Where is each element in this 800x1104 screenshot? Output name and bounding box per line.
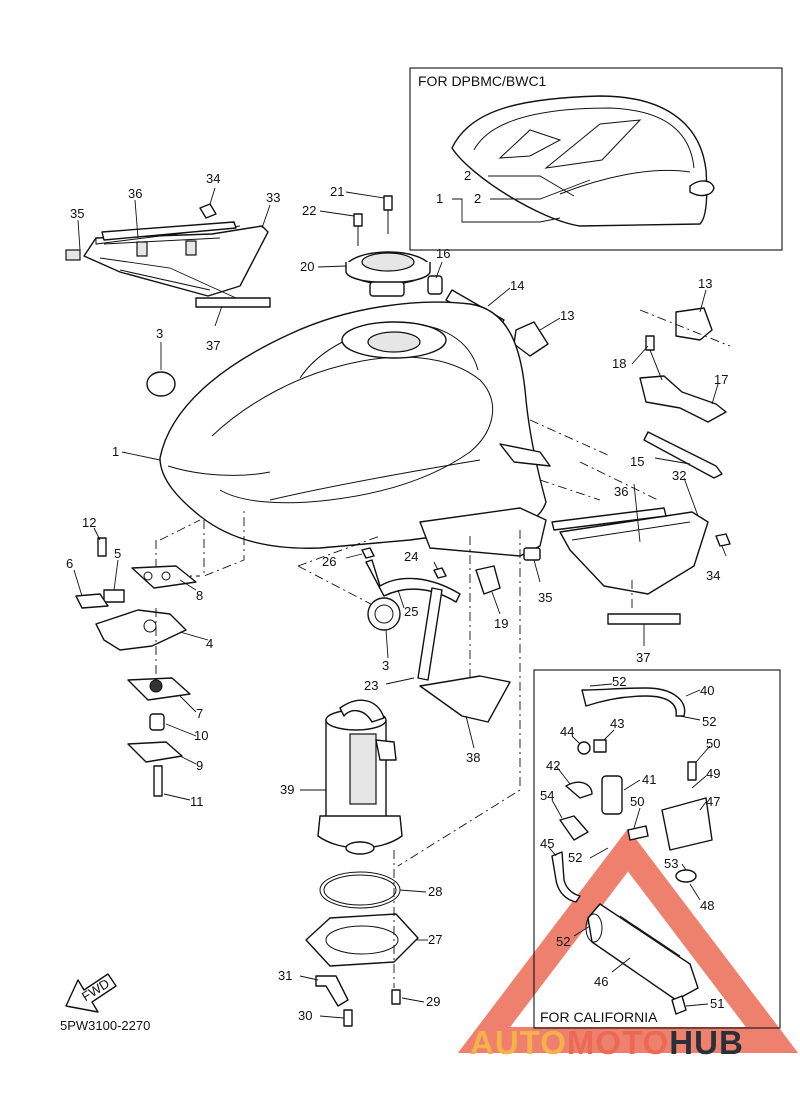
callout-16: 16 xyxy=(436,246,450,261)
callout-11: 11 xyxy=(190,794,204,809)
callout-50-upper: 50 xyxy=(706,736,720,751)
watermark-triangle xyxy=(457,828,799,1053)
callout-12: 12 xyxy=(82,515,96,530)
callout-14: 14 xyxy=(510,278,524,293)
callout-49: 49 xyxy=(706,766,720,781)
callout-22: 22 xyxy=(302,203,316,218)
watermark-text: AUTOMOTOHUB xyxy=(470,1024,744,1061)
callout-1-main: 1 xyxy=(112,444,119,459)
callout-42: 42 xyxy=(546,758,560,773)
callout-44: 44 xyxy=(560,724,574,739)
callout-34-right: 34 xyxy=(706,568,720,583)
callout-52-top: 52 xyxy=(612,674,626,689)
callout-13-center: 13 xyxy=(560,308,574,323)
svg-text:AUTOMOTOHUB: AUTOMOTOHUB xyxy=(470,1024,744,1061)
callout-32: 32 xyxy=(672,468,686,483)
callout-1-inset: 1 xyxy=(436,191,443,206)
callout-30: 30 xyxy=(298,1008,312,1023)
callout-8: 8 xyxy=(196,588,203,603)
callout-27: 27 xyxy=(428,932,442,947)
callout-29: 29 xyxy=(426,994,440,1009)
callout-13-right: 13 xyxy=(698,276,712,291)
callout-24: 24 xyxy=(404,549,418,564)
callout-37-left: 37 xyxy=(206,338,220,353)
callout-52-bottom: 52 xyxy=(556,934,570,949)
callout-37-right: 37 xyxy=(636,650,650,665)
callout-33: 33 xyxy=(266,190,280,205)
fwd-arrow-icon: FWD xyxy=(65,973,117,1013)
callout-45: 45 xyxy=(540,836,554,851)
callout-39: 39 xyxy=(280,782,294,797)
callout-41: 41 xyxy=(642,772,656,787)
callout-28: 28 xyxy=(428,884,442,899)
callout-40: 40 xyxy=(700,683,714,698)
inset-california-title: FOR CALIFORNIA xyxy=(540,1009,658,1025)
inset-dpbmc-title: FOR DPBMC/BWC1 xyxy=(418,73,547,89)
tank-dampers: 16 14 13 13 xyxy=(427,246,713,357)
callout-9: 9 xyxy=(196,758,203,773)
callout-34-left: 34 xyxy=(206,171,220,186)
callout-17: 17 xyxy=(714,372,728,387)
callout-35-left: 35 xyxy=(70,206,84,221)
left-mounting-brackets: 12 5 6 8 4 7 10 9 11 xyxy=(66,515,213,809)
callout-51: 51 xyxy=(710,996,724,1011)
callout-35-right: 35 xyxy=(538,590,552,605)
inset-dpbmc: FOR DPBMC/BWC1 2 2 1 xyxy=(409,67,783,251)
callout-23: 23 xyxy=(364,678,378,693)
callout-52-right: 52 xyxy=(702,714,716,729)
callout-3-lower: 3 xyxy=(382,658,389,673)
callout-48: 48 xyxy=(700,898,714,913)
breather-hoses: 3 25 26 24 23 19 38 xyxy=(322,547,511,765)
callout-19: 19 xyxy=(494,616,508,631)
callout-25: 25 xyxy=(404,604,418,619)
callout-2-upper: 2 xyxy=(464,168,471,183)
left-side-cover: 35 36 34 33 37 xyxy=(65,171,280,353)
callout-26: 26 xyxy=(322,554,336,569)
callout-53: 53 xyxy=(664,856,678,871)
callout-43: 43 xyxy=(610,716,624,731)
callout-38: 38 xyxy=(466,750,480,765)
right-bracket: 18 17 15 xyxy=(612,309,731,479)
callout-54: 54 xyxy=(540,788,554,803)
callout-52-middle: 52 xyxy=(568,850,582,865)
watermark-hub: HUB xyxy=(669,1024,744,1061)
inset-california: FOR CALIFORNIA 52 40 52 44 43 42 41 54 5… xyxy=(533,669,781,1029)
callout-50-lower: 50 xyxy=(630,794,644,809)
callout-47: 47 xyxy=(706,794,720,809)
callout-31: 31 xyxy=(278,968,292,983)
right-side-cover: 36 32 34 35 37 xyxy=(523,468,731,665)
callout-21: 21 xyxy=(330,184,344,199)
drawing-code: 5PW3100-2270 xyxy=(60,1018,150,1033)
callout-46: 46 xyxy=(594,974,608,989)
callout-2-lower: 2 xyxy=(474,191,481,206)
fuel-pump: 39 28 27 31 30 29 xyxy=(278,699,442,1027)
callout-18: 18 xyxy=(612,356,626,371)
watermark-moto: MOTO xyxy=(567,1024,669,1061)
fuel-tank: 1 3 xyxy=(112,301,659,867)
callout-7: 7 xyxy=(196,706,203,721)
callout-4: 4 xyxy=(206,636,213,651)
callout-3-upper: 3 xyxy=(156,326,163,341)
watermark-auto: AUTO xyxy=(470,1024,567,1061)
filler-cap: 21 22 20 xyxy=(300,184,431,297)
callout-6: 6 xyxy=(66,556,73,571)
callout-15: 15 xyxy=(630,454,644,469)
callout-36-left: 36 xyxy=(128,186,142,201)
callout-20: 20 xyxy=(300,259,314,274)
callout-36-right: 36 xyxy=(614,484,628,499)
callout-5: 5 xyxy=(114,546,121,561)
callout-10: 10 xyxy=(194,728,208,743)
